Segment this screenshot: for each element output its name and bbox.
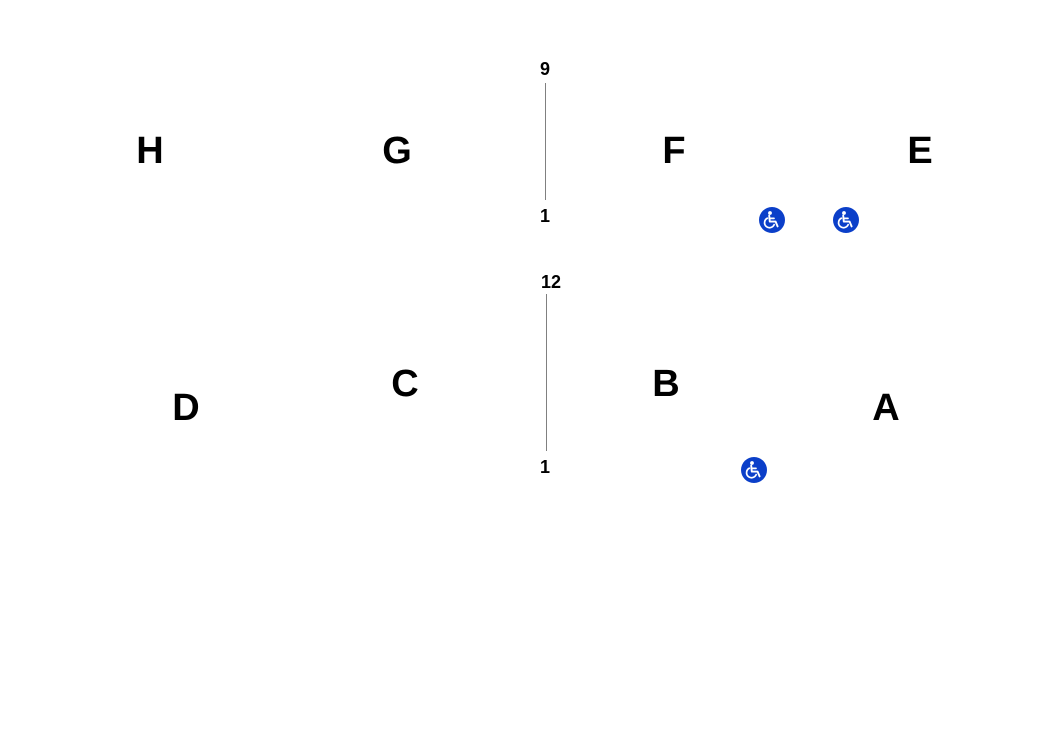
wheelchair-icon-graphic <box>833 207 859 233</box>
section-f-label[interactable]: F <box>662 130 686 172</box>
section-a-label[interactable]: A <box>872 387 900 429</box>
wheelchair-icon[interactable] <box>741 457 767 483</box>
lower-aisle-line <box>546 294 547 451</box>
upper-aisle-line <box>545 83 546 200</box>
lower-aisle-row-top: 12 <box>540 272 562 292</box>
section-e-label[interactable]: E <box>907 130 933 172</box>
wheelchair-icon[interactable] <box>833 207 859 233</box>
section-d-label[interactable]: D <box>172 387 200 429</box>
section-g-label[interactable]: G <box>382 130 412 172</box>
section-c-label[interactable]: C <box>391 363 419 405</box>
upper-aisle-row-bottom: 1 <box>539 206 551 226</box>
wheelchair-icon[interactable] <box>759 207 785 233</box>
section-b-label[interactable]: B <box>652 363 680 405</box>
lower-aisle-row-bottom: 1 <box>539 457 551 477</box>
upper-aisle-row-top: 9 <box>539 59 551 79</box>
wheelchair-icon-graphic <box>759 207 785 233</box>
section-h-label[interactable]: H <box>136 130 164 172</box>
wheelchair-icon-graphic <box>741 457 767 483</box>
